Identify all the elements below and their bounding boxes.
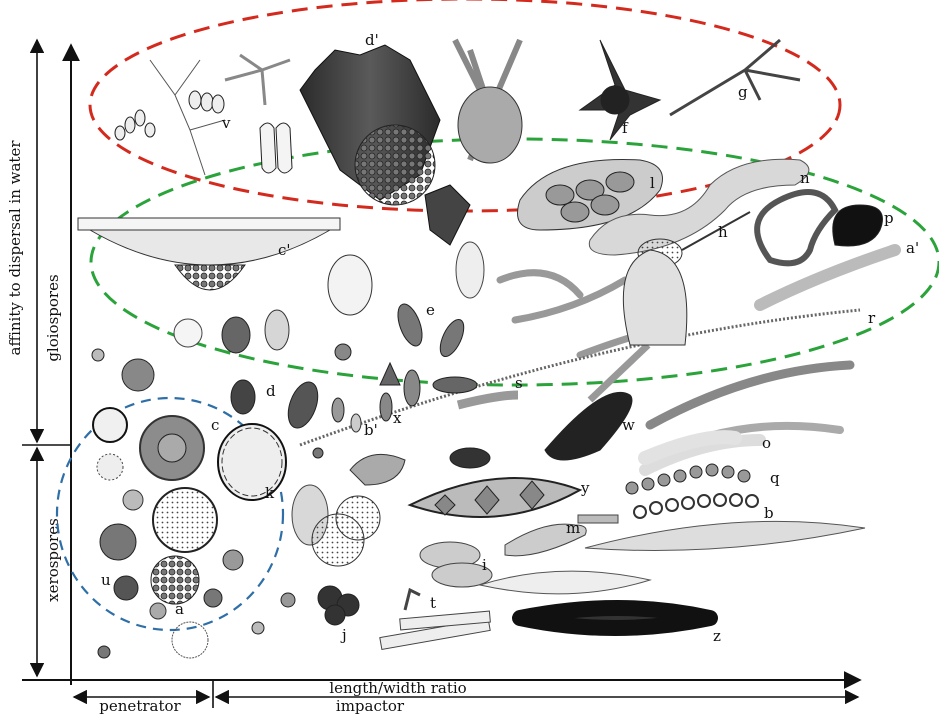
spore-d — [231, 380, 255, 414]
spore-small-ovals — [92, 310, 351, 361]
label-m: i — [482, 556, 487, 574]
label-h: e — [426, 301, 435, 319]
spore-f — [78, 218, 340, 290]
spore-j — [670, 40, 800, 115]
label-z: z — [713, 627, 721, 645]
spore-i — [580, 40, 660, 140]
label-c-prime: r — [868, 309, 876, 327]
spore-mid-cluster — [252, 448, 490, 634]
label-b: b — [764, 504, 774, 522]
label-e: k — [265, 484, 275, 502]
spore-a-prime — [760, 250, 895, 305]
label-p: x — [393, 409, 402, 427]
spore-a — [98, 603, 208, 658]
spore-d-prime — [300, 45, 440, 205]
label-d-prime: d' — [365, 31, 379, 49]
label-j: g — [738, 83, 748, 101]
spore-tiny — [313, 448, 323, 458]
impactor-label: impactor — [336, 697, 405, 714]
label-a: a — [175, 600, 184, 618]
label-w: v — [221, 114, 231, 132]
penetrator-label: penetrator — [99, 697, 181, 714]
spore-z — [520, 608, 710, 628]
spore-tetraradiate — [455, 40, 522, 163]
x-axis-label: length/width ratio — [329, 679, 466, 697]
label-l: n — [800, 169, 810, 187]
spore-s — [318, 586, 359, 625]
label-o: o — [762, 434, 771, 452]
gloiospores-label: gloiospores — [44, 274, 62, 361]
label-g: l — [650, 174, 655, 192]
spore-n — [505, 515, 618, 556]
label-a-prime: a' — [906, 239, 919, 257]
spore-y — [410, 478, 580, 517]
label-i: f — [622, 119, 629, 137]
label-b-prime: b' — [364, 421, 378, 439]
label-r: t — [430, 594, 436, 612]
label-d: d — [266, 382, 276, 400]
spore-t — [757, 192, 882, 263]
label-t: p — [884, 209, 894, 227]
label-s: j — [340, 626, 347, 644]
label-c: c — [211, 416, 219, 434]
spore-c — [140, 416, 204, 480]
spore-curved-right — [645, 365, 850, 470]
spore-e — [218, 424, 286, 500]
label-k: h — [718, 223, 728, 241]
label-u: q — [770, 469, 780, 487]
spore-curved-rods — [500, 273, 640, 355]
spore-v — [114, 550, 243, 607]
spore-b — [634, 494, 758, 518]
label-x: w — [622, 416, 635, 434]
spore-h — [328, 242, 484, 360]
y-axis-label: affinity to dispersal in water — [6, 140, 24, 356]
label-y: y — [580, 479, 590, 497]
label-q: s — [515, 374, 523, 392]
spore-oval-chain — [480, 571, 650, 594]
xerospores-label: xerospores — [44, 518, 62, 602]
label-n: m — [566, 519, 580, 537]
label-f: c' — [278, 241, 291, 259]
spore-small-dark — [425, 185, 470, 245]
label-v: u — [101, 571, 111, 589]
spore-spindle — [585, 521, 865, 550]
